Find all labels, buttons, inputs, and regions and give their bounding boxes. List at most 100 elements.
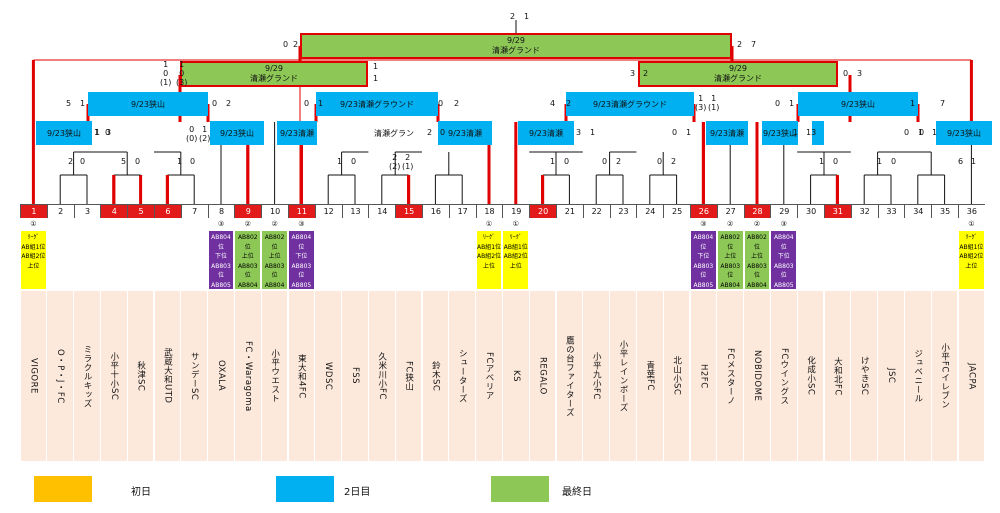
match-score: 6 — [958, 157, 964, 166]
qf1-match-box[interactable]: 9/23狭山 — [88, 92, 208, 116]
team-name[interactable]: VIGORE — [20, 291, 47, 461]
seed-mark: ① — [30, 220, 37, 228]
r3-match-box-3[interactable]: 9/23清瀬 — [277, 121, 317, 145]
seed-mark: ② — [271, 220, 278, 228]
team-number: 14 — [368, 204, 396, 218]
team-name[interactable]: O・P・J・FC — [47, 291, 74, 461]
seed-mark — [422, 218, 449, 230]
team-name[interactable]: サンデーSC — [181, 291, 208, 461]
semi-left-match-box[interactable]: 9/29 清瀬グランド — [180, 61, 368, 87]
qualification-note — [128, 231, 153, 289]
match-score: 2 — [737, 40, 743, 49]
team-name[interactable]: WDSC — [315, 291, 342, 461]
match-score: 1 — [318, 99, 324, 108]
team-number: 13 — [341, 204, 369, 218]
r3-match-box-2[interactable]: 9/23狭山 — [210, 121, 264, 145]
match-score: 2 — [454, 99, 460, 108]
qf4-match-box[interactable]: 9/23狭山 — [798, 92, 918, 116]
semi-right-match-box[interactable]: 9/29 清瀬グランド — [638, 61, 838, 87]
team-name[interactable]: 小平FCイレブン — [931, 291, 958, 461]
seed-mark — [556, 218, 583, 230]
seed-mark — [931, 218, 958, 230]
team-name[interactable]: 鷹の台ファイターズ — [556, 291, 583, 461]
match-score: 1 — [793, 128, 799, 137]
team-name[interactable]: ジュベニール — [904, 291, 931, 461]
match-score: 2 — [68, 157, 74, 166]
qualification-note: AB802位 上位 AB803位 AB804位 上位 — [744, 231, 770, 289]
team-number: 26 — [690, 204, 717, 218]
match-score: 2 — [616, 157, 622, 166]
match-score: 2 — [293, 40, 299, 49]
team-name[interactable]: 大和北FC — [824, 291, 851, 461]
team-name[interactable]: FSS — [342, 291, 368, 461]
final-match-box[interactable]: 9/29 清瀬グランド — [300, 33, 732, 59]
match-score: 3 — [106, 128, 112, 137]
team-name[interactable]: REGALO — [529, 291, 556, 461]
team-number: 9 — [234, 204, 262, 218]
r3-match-box-8[interactable]: 9/23狭山 — [762, 121, 798, 145]
team-name[interactable]: 武蔵大和UTD — [154, 291, 181, 461]
team-name[interactable]: FCメスターノ — [717, 291, 744, 461]
team-name[interactable]: 久米川小FC — [368, 291, 395, 461]
match-score: 0 — [135, 157, 141, 166]
team-name[interactable]: JSC — [878, 291, 904, 461]
team-name[interactable]: けやきSC — [851, 291, 878, 461]
team-number: 23 — [609, 204, 637, 218]
seed-mark — [315, 218, 342, 230]
r3-match-box-6[interactable]: 9/23清瀬 — [518, 121, 574, 145]
match-score: 0 — [80, 157, 86, 166]
legend-label-day1: 初日 — [131, 487, 151, 498]
team-name[interactable]: 小平レインボーズ — [610, 291, 636, 461]
team-name[interactable]: 北山小SC — [663, 291, 690, 461]
match-score: 1 — [789, 99, 795, 108]
team-name[interactable]: NOBIDOME — [744, 291, 770, 461]
team-name[interactable]: FCアベリア — [476, 291, 502, 461]
match-score: 0 — [657, 157, 663, 166]
team-number: 29 — [770, 204, 798, 218]
team-number: 30 — [797, 204, 824, 218]
qualification-note — [798, 231, 823, 289]
seed-mark — [824, 218, 851, 230]
team-name[interactable]: ミラクルキッズ — [74, 291, 100, 461]
match-score: 1 — [590, 128, 596, 137]
team-name[interactable]: 東大和4FC — [288, 291, 315, 461]
r3-match-box-5[interactable]: 9/23清瀬 — [438, 121, 492, 145]
match-score: 0 — [438, 99, 444, 108]
r3-match-box-1[interactable]: 9/23狭山 — [36, 121, 92, 145]
seed-mark — [154, 218, 181, 230]
team-name[interactable]: H2FC — [690, 291, 717, 461]
team-number: 11 — [288, 204, 315, 218]
qualification-note — [879, 231, 904, 289]
team-name[interactable]: FC狭山 — [395, 291, 422, 461]
team-number: 28 — [743, 204, 771, 218]
team-name[interactable]: 鈴木SC — [422, 291, 449, 461]
team-name[interactable]: 小平九小FC — [583, 291, 610, 461]
qf2-match-box[interactable]: 9/23清瀬グラウンド — [316, 92, 438, 116]
semi-left-venue: 清瀬グランド — [250, 74, 298, 83]
team-name[interactable]: 化成小SC — [797, 291, 824, 461]
seed-mark — [583, 218, 610, 230]
qualification-note — [48, 231, 73, 289]
team-name[interactable]: JACPA — [958, 291, 985, 461]
r3-match-box-7[interactable]: 9/23清瀬 — [706, 121, 748, 145]
team-name[interactable]: OXALA — [208, 291, 234, 461]
seed-mark — [342, 218, 369, 230]
team-name[interactable]: KS — [502, 291, 529, 461]
seed-mark: ② — [244, 220, 251, 228]
team-name[interactable]: 小平十小SC — [100, 291, 127, 461]
r3-match-box-9[interactable] — [812, 121, 824, 145]
team-name[interactable]: 小平ウエスト — [261, 291, 288, 461]
team-name[interactable]: シューターズ — [449, 291, 476, 461]
seed-mark — [797, 218, 824, 230]
team-name[interactable]: FC・Waragoma — [234, 291, 261, 461]
qualification-note — [637, 231, 662, 289]
team-name[interactable]: 青葉FC — [636, 291, 663, 461]
team-name[interactable]: FCウイングス — [770, 291, 797, 461]
team-name[interactable]: 秋津SC — [127, 291, 154, 461]
seed-mark — [878, 218, 905, 230]
r3-match-box-4[interactable]: 清瀬グラン — [374, 128, 414, 138]
qf3-match-box[interactable]: 9/23清瀬グラウンド — [566, 92, 694, 116]
qualification-note: AB802位 上位 AB803位 AB804位 上位 — [262, 231, 287, 289]
r3-match-box-10[interactable]: 9/23狭山 — [936, 121, 992, 145]
match-score: 1 — [550, 157, 556, 166]
